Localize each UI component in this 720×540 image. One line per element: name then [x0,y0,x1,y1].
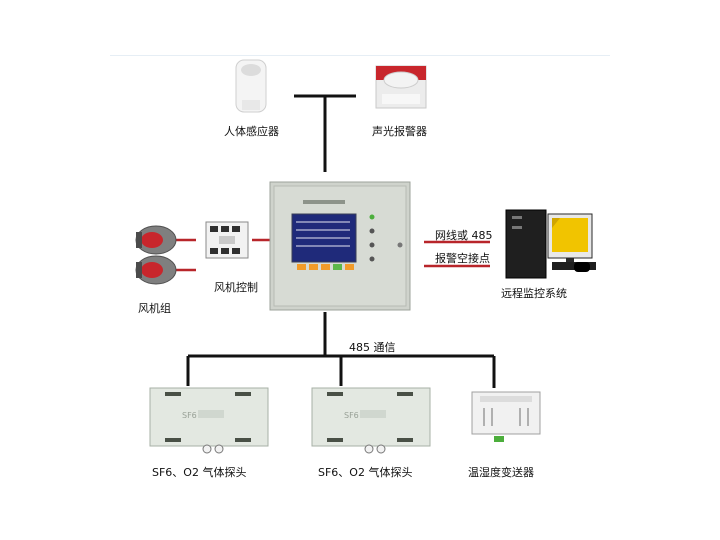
top-rule [110,55,610,56]
label-remote: 远程监控系统 [501,287,567,300]
fan-unit-2 [135,255,177,285]
label-fan-group: 风机组 [138,302,171,315]
svg-text:SF6: SF6 [344,411,359,420]
human-sensor-device [235,59,267,113]
temp-humidity-transmitter [471,391,541,442]
label-human-sensor: 人体感应器 [224,125,279,138]
svg-text:SF6: SF6 [182,411,197,420]
label-485: 485 通信 [349,341,396,354]
label-network: 网线或 485 [435,229,493,242]
alarm-device [375,65,427,109]
remote-computer [505,209,596,279]
fan-contactor-device [205,221,249,259]
label-alarm: 声光报警器 [372,125,427,138]
main-controller [269,181,411,311]
label-probe-1: SF6、O2 气体探头 [152,466,247,479]
label-alarm-contact: 报警空接点 [435,252,490,265]
label-probe-2: SF6、O2 气体探头 [318,466,413,479]
gas-probe-2: SF6 [311,387,431,454]
label-fan-control: 风机控制 [214,281,258,294]
label-humidity: 温湿度变送器 [468,466,534,479]
fan-unit-1 [135,225,177,255]
gas-probe-1: SF6 [149,387,269,454]
